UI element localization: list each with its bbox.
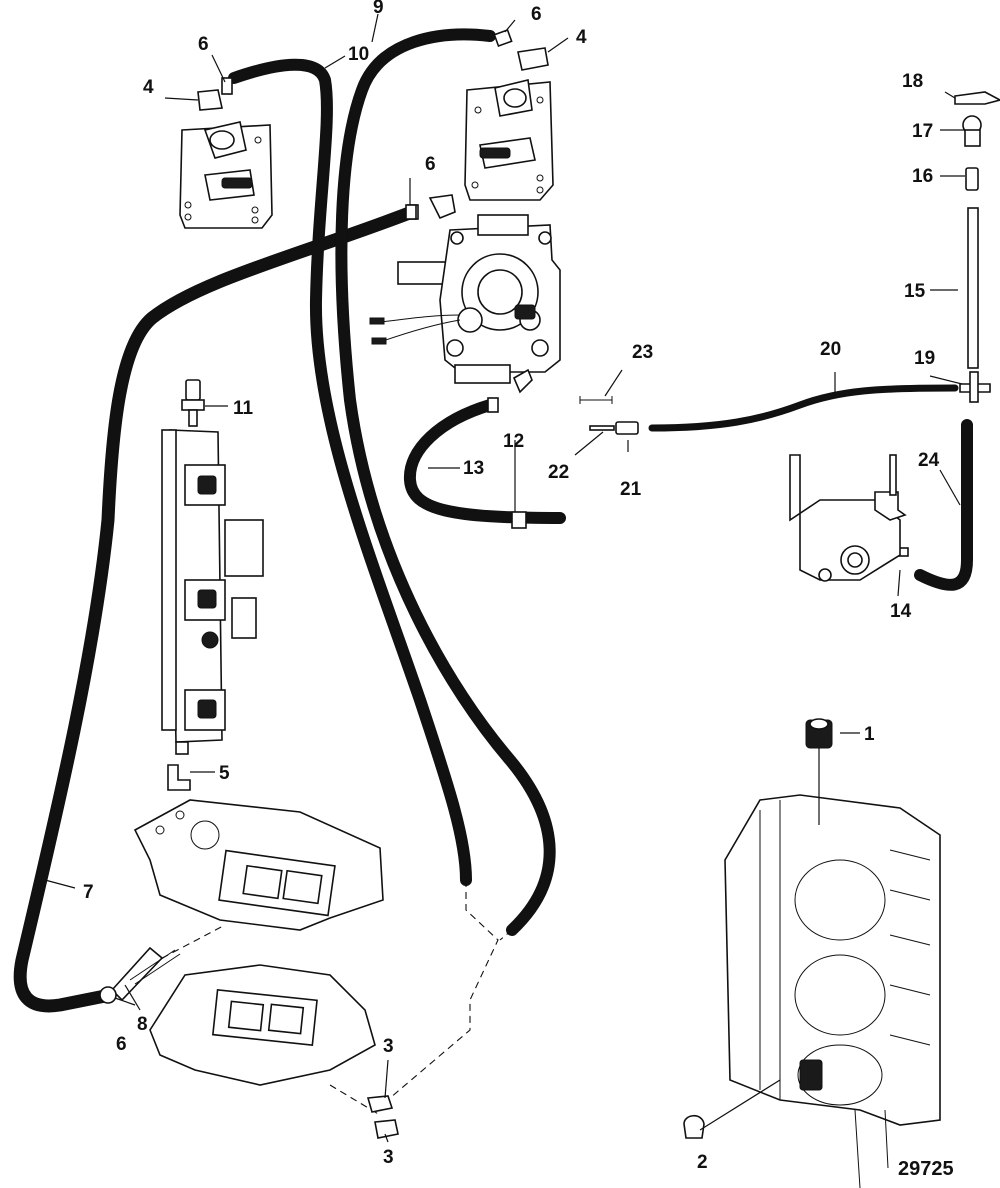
dashed-route-a [389,880,499,1099]
callout-labels: 1 2 3 3 4 4 5 6 6 6 6 7 8 9 10 11 12 13 … [83,0,954,1180]
bracket-assembly [789,454,907,582]
callout-7: 7 [83,882,94,903]
callout-11: 11 [233,398,254,419]
adaptor-plate-lower [149,964,376,1086]
hose-20 [648,384,959,432]
leader-lines [44,13,965,1143]
callout-4a: 4 [143,77,154,98]
fittings-3 [366,1095,399,1139]
hose-9-inner [336,29,555,935]
callout-1: 1 [864,724,875,745]
callout-2: 2 [697,1152,708,1173]
callout-16: 16 [912,166,933,187]
callout-17: 17 [912,121,933,142]
callout-23: 23 [632,342,653,363]
small-fittings [197,28,1000,557]
callout-15: 15 [904,281,926,302]
elbow-fitting-5 [167,764,191,791]
callout-22: 22 [548,462,569,483]
hose-7-inner [15,207,417,1011]
callout-24: 24 [918,450,940,471]
callout-13: 13 [463,458,484,479]
callout-8: 8 [137,1014,148,1035]
hose-group [13,28,979,1116]
callout-12: 12 [503,431,524,452]
callout-6d: 6 [116,1034,127,1055]
crankcase [683,718,941,1188]
callout-19: 19 [914,348,935,369]
hose-13 [403,399,566,524]
callout-4b: 4 [576,27,587,48]
callout-6a: 6 [198,34,209,55]
pump-plate-left [179,121,273,229]
adaptor-plate-upper [133,799,384,931]
callout-20: 20 [820,339,841,360]
dashed-route-b [499,929,513,941]
callout-10: 10 [348,44,369,65]
callout-21: 21 [620,479,642,500]
hose-13-inner [405,400,565,523]
vapor-separator [369,194,561,413]
callout-6b: 6 [531,4,542,25]
callout-18: 18 [902,71,923,92]
callout-14: 14 [890,601,912,622]
hose-20-inner [650,386,957,430]
callout-6c: 6 [425,154,436,175]
hose-24-inner [915,420,972,590]
check-valve-8 [99,946,181,1004]
callout-9: 9 [373,0,384,18]
callout-3b: 3 [383,1147,394,1168]
hose-10-inner [229,60,471,885]
pump-plate-right [464,79,554,201]
callout-5: 5 [219,763,230,784]
fuel-rail [161,379,264,755]
hose-15 [967,207,979,369]
callout-3a: 3 [383,1036,394,1057]
drawing-number: 29725 [898,1158,954,1180]
